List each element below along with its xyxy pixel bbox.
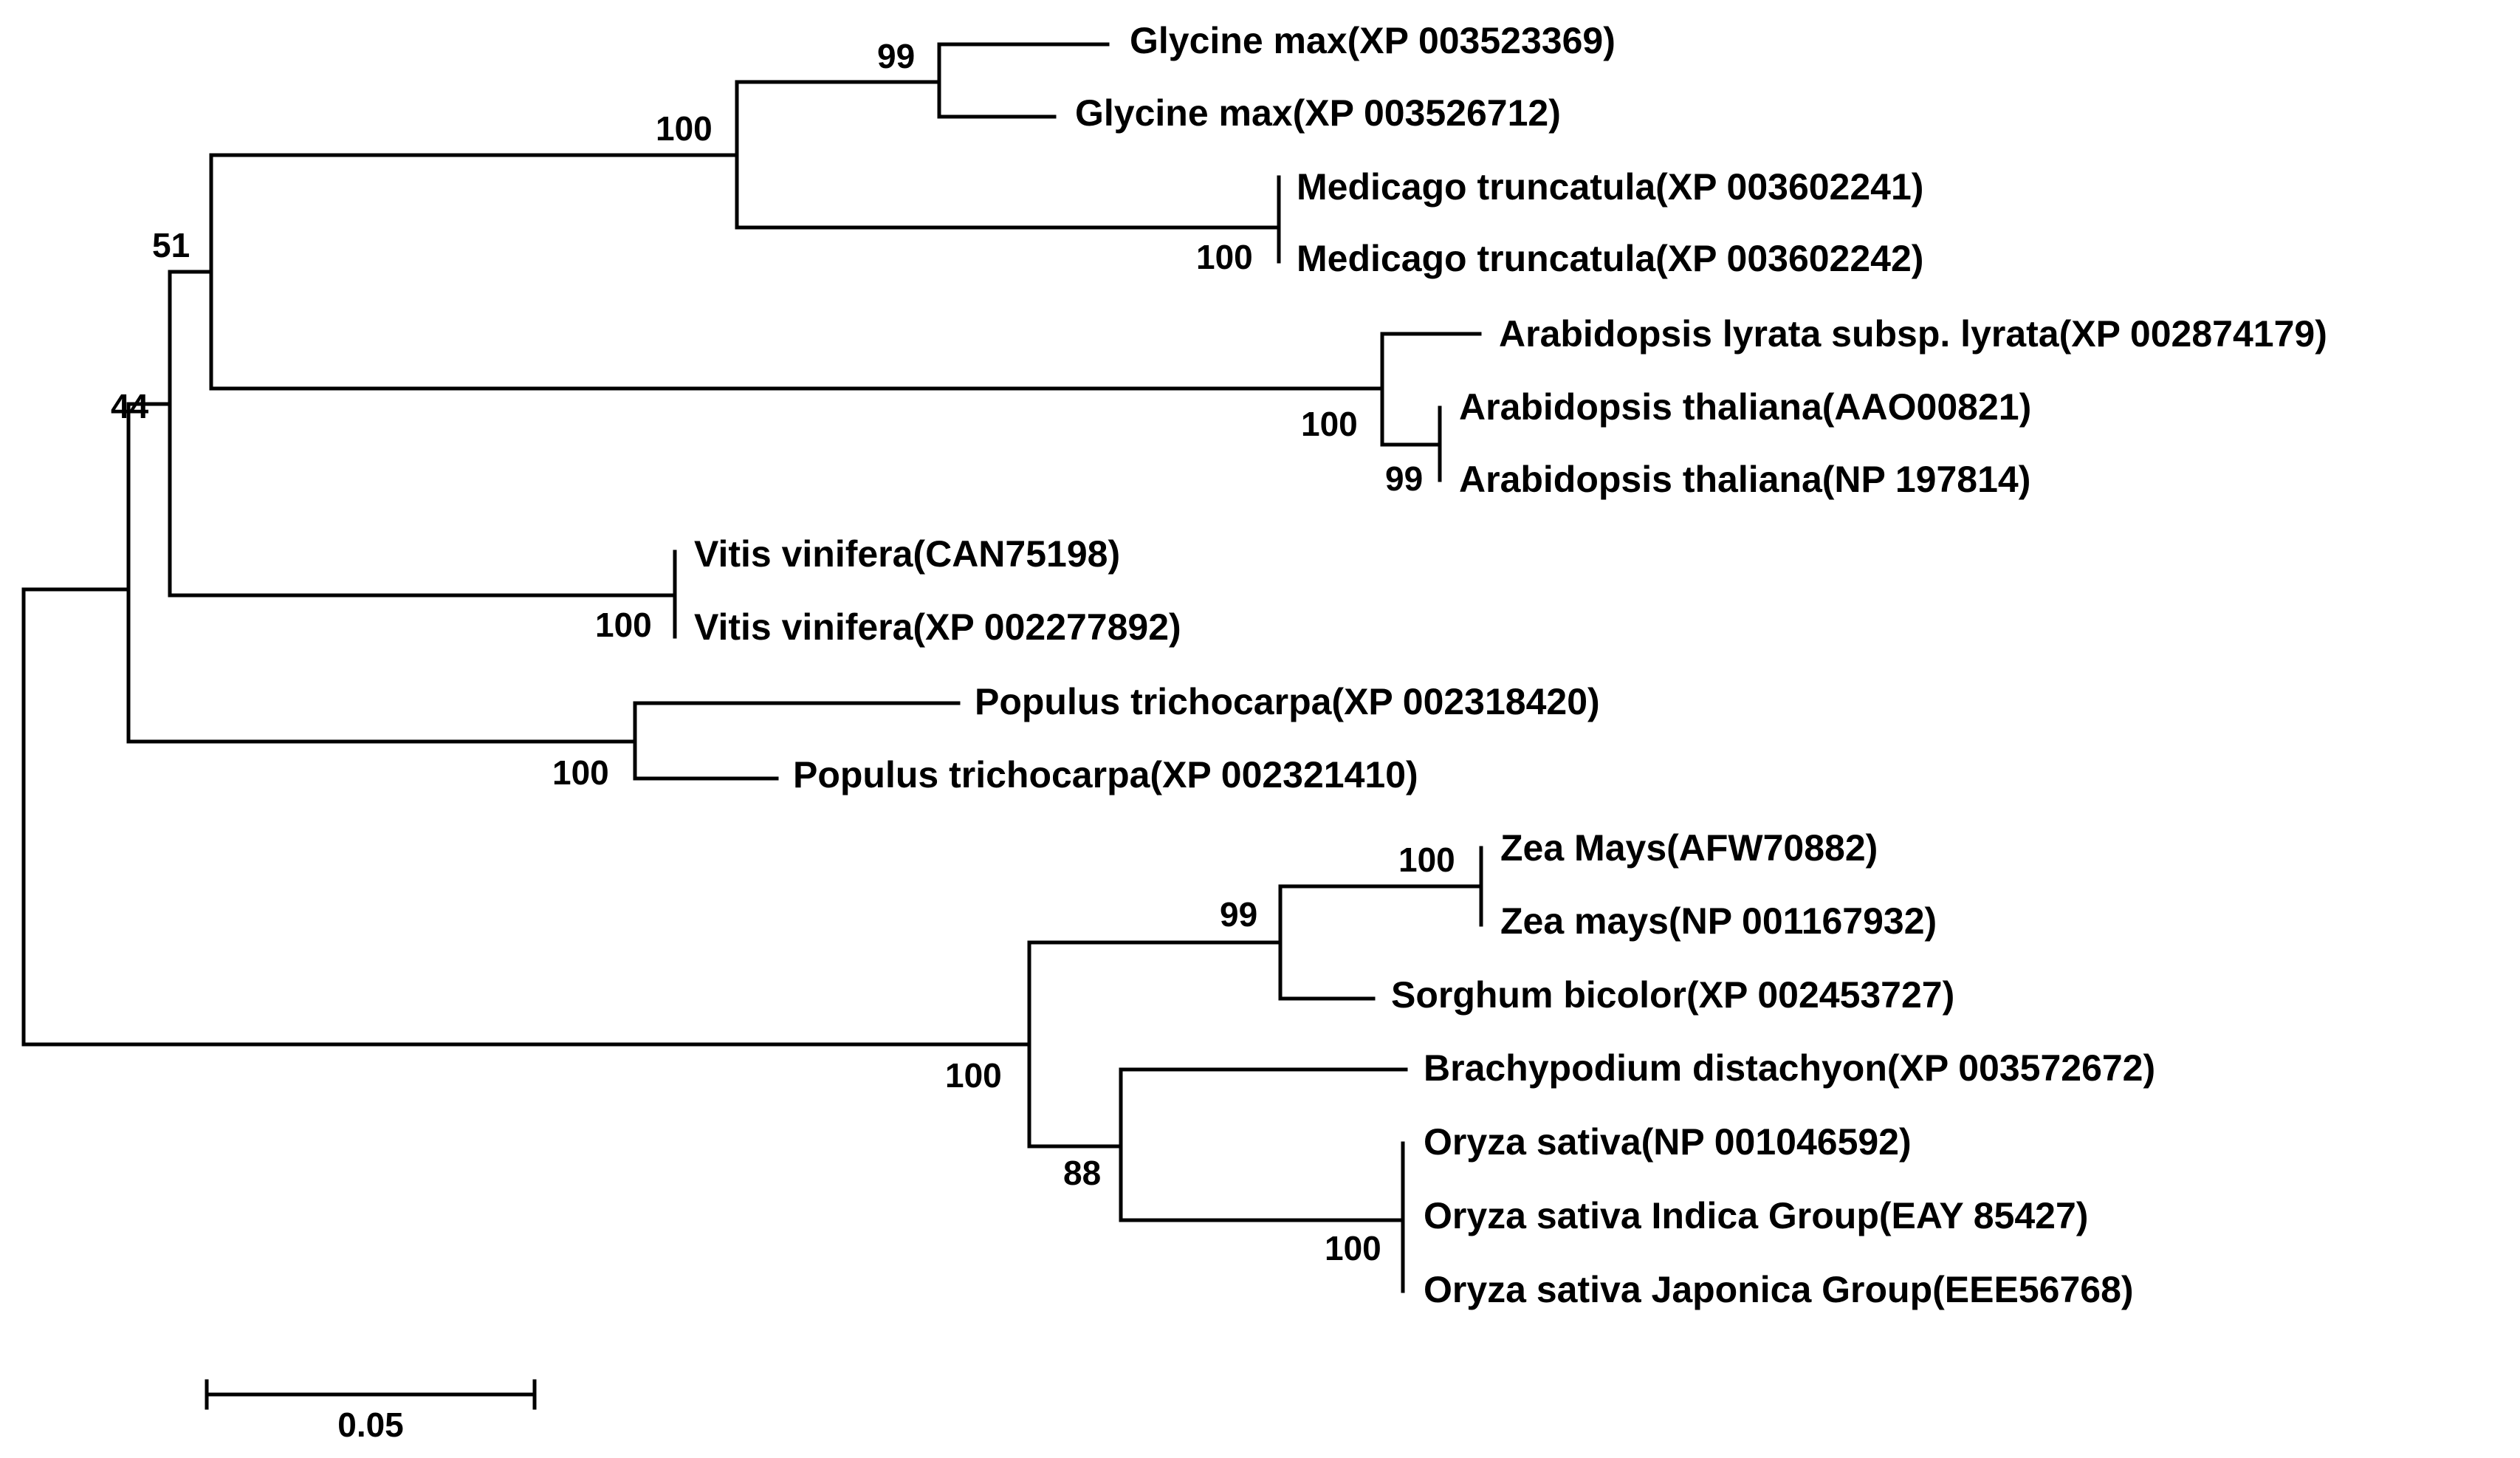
branch-glycine xyxy=(735,42,941,119)
support-value: 100 xyxy=(1398,841,1455,879)
leaf-label: Medicago truncatula(XP 003602241) xyxy=(1297,166,1923,208)
leaf-label: Arabidopsis thaliana(NP 197814) xyxy=(1459,459,2030,500)
support-values: 99 100 100 51 44 100 99 100 100 100 99 1… xyxy=(111,37,1455,1267)
branch-arabidopsis xyxy=(209,332,1384,447)
support-value: 100 xyxy=(552,753,609,792)
scale-bar-line xyxy=(205,1379,537,1410)
leaf-label: Zea mays(NP 001167932) xyxy=(1500,900,1937,942)
branch-legumes xyxy=(209,80,739,230)
branch-zea xyxy=(1278,846,1483,927)
branch-pooideae-oryza xyxy=(1027,1067,1123,1222)
leaf-label: Arabidopsis lyrata subsp. lyrata(XP 0028… xyxy=(1499,313,2327,355)
support-value: 44 xyxy=(111,387,149,425)
branch-oryza xyxy=(1119,1141,1405,1293)
scale-bar-label: 0.05 xyxy=(337,1406,404,1444)
branch-arabidopsis-thaliana xyxy=(1380,405,1442,482)
leaf-label: Arabidopsis thaliana(AAO00821) xyxy=(1459,386,2031,428)
support-value: 99 xyxy=(877,37,915,75)
leaf-label: Oryza sativa(NP 001046592) xyxy=(1424,1121,1912,1163)
branch-populus xyxy=(126,701,637,781)
branch-monocots xyxy=(21,940,1031,1149)
leaf-label: Zea Mays(AFW70882) xyxy=(1500,827,1878,869)
support-value: 100 xyxy=(1325,1229,1381,1267)
leaf-label: Glycine max(XP 003523369) xyxy=(1130,20,1616,61)
tree-branches xyxy=(21,42,1483,1293)
leaf-label: Medicago truncatula(XP 003602242) xyxy=(1297,238,1923,279)
support-value: 88 xyxy=(1063,1154,1101,1192)
branch-zea-sorghum xyxy=(1027,884,1283,1001)
branch-dicots xyxy=(21,402,131,744)
support-value: 99 xyxy=(1385,459,1423,498)
leaf-label: Oryza sativa Indica Group(EAY 85427) xyxy=(1424,1195,2088,1236)
support-value: 100 xyxy=(1301,405,1358,443)
leaf-label: Oryza sativa Japonica Group(EEE56768) xyxy=(1424,1269,2134,1310)
branch-vitis xyxy=(168,550,677,639)
branch-medicago xyxy=(735,175,1281,264)
branch-rosids xyxy=(168,153,213,391)
leaf-labels: Glycine max(XP 003523369) Glycine max(XP… xyxy=(694,20,2327,1310)
branch-core-dicots xyxy=(126,270,172,598)
leaf-label: Vitis vinifera(XP 002277892) xyxy=(694,606,1181,648)
leaf-label: Populus trichocarpa(XP 002318420) xyxy=(975,681,1600,722)
scale-bar: 0.05 xyxy=(205,1379,537,1444)
support-value: 100 xyxy=(1196,238,1253,276)
support-value: 99 xyxy=(1220,895,1257,934)
leaf-label: Populus trichocarpa(XP 002321410) xyxy=(793,754,1418,795)
leaf-label: Glycine max(XP 003526712) xyxy=(1075,92,1561,134)
support-value: 100 xyxy=(656,109,713,148)
leaf-label: Vitis vinifera(CAN75198) xyxy=(694,533,1120,575)
support-value: 100 xyxy=(945,1056,1002,1095)
leaf-label: Brachypodium distachyon(XP 003572672) xyxy=(1424,1047,2155,1089)
leaf-label: Sorghum bicolor(XP 002453727) xyxy=(1391,974,1954,1016)
support-value: 100 xyxy=(595,606,652,644)
support-value: 51 xyxy=(152,226,190,264)
